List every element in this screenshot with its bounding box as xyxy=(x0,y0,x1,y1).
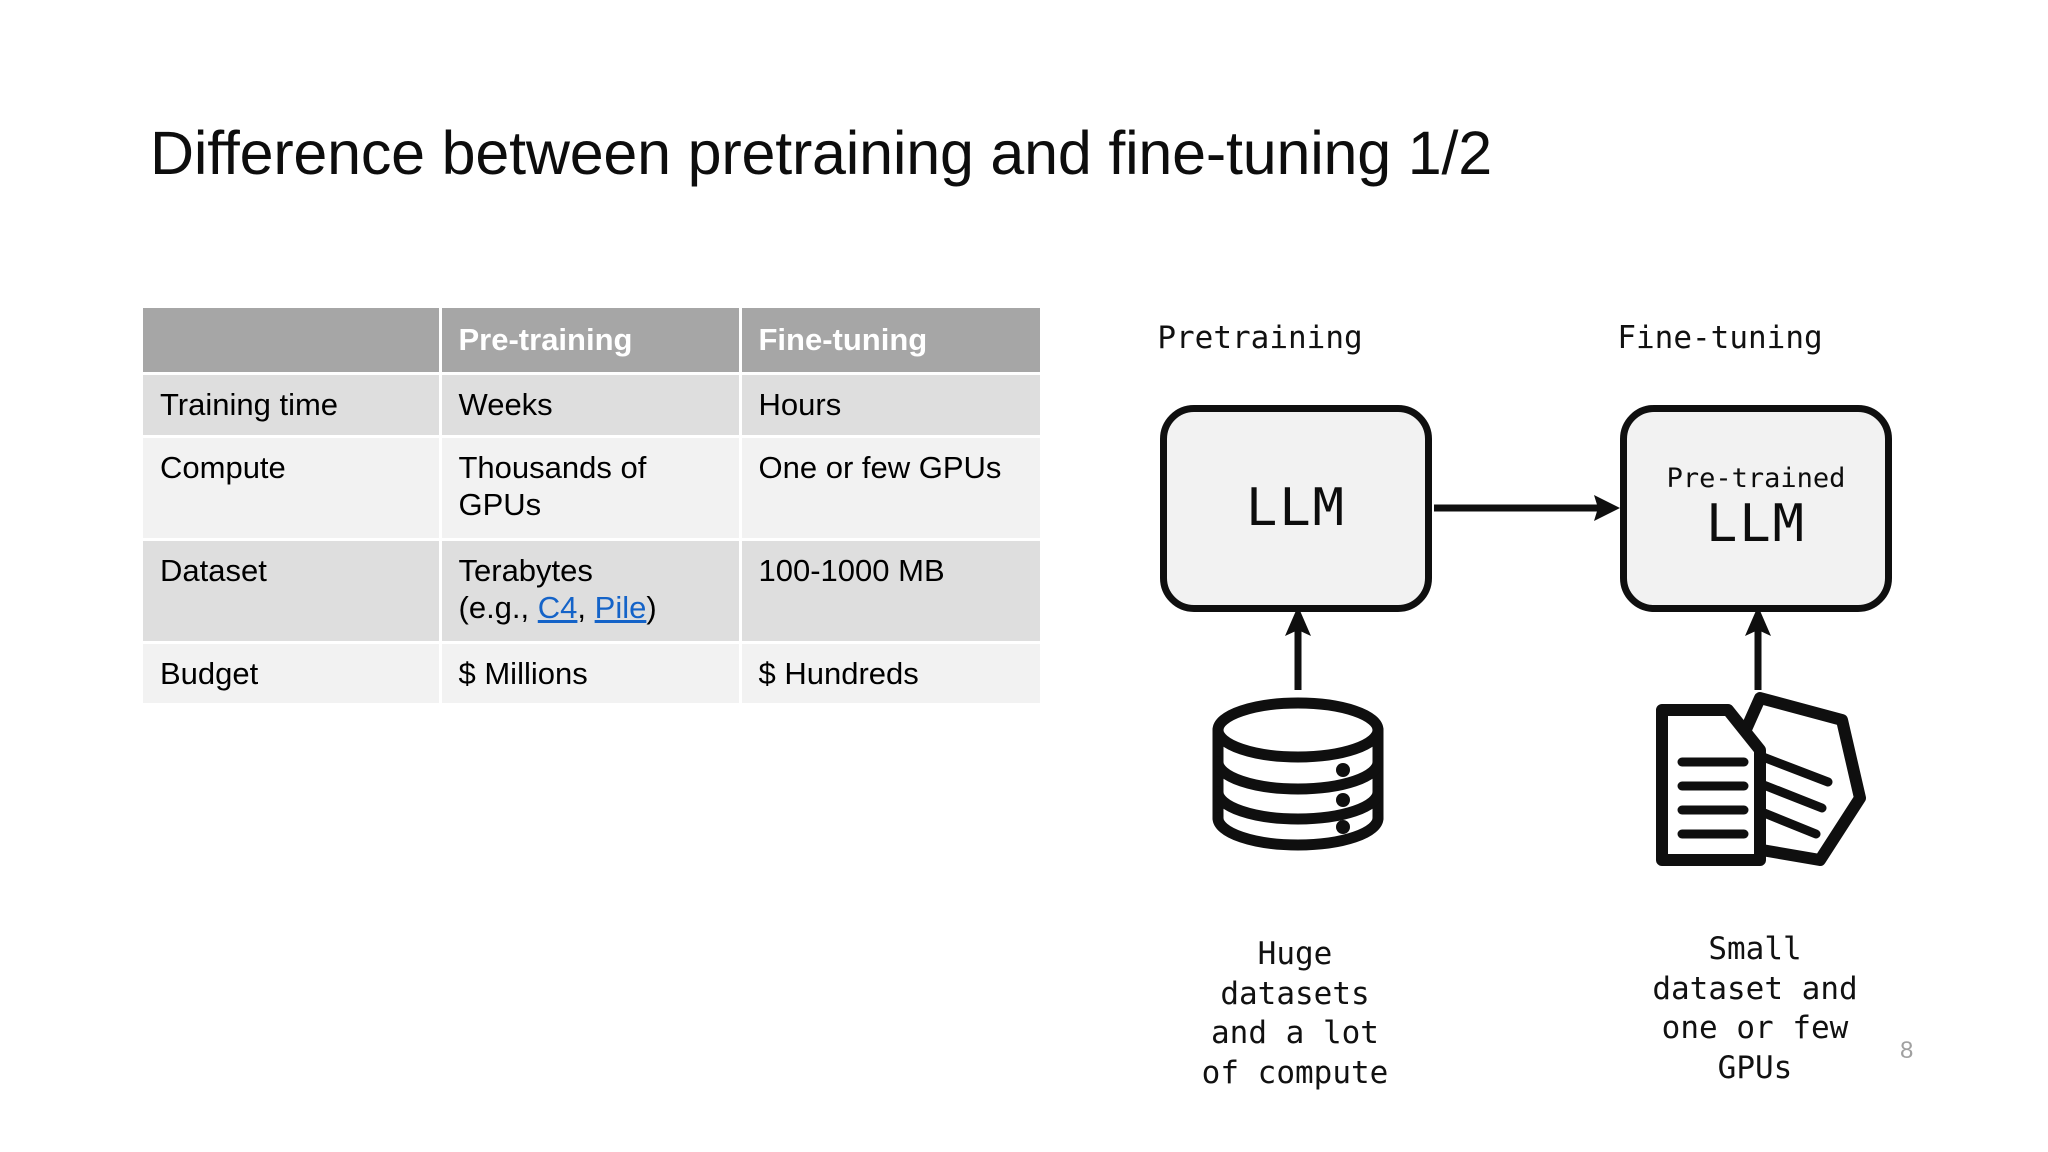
cell-dataset-finetuning: 100-1000 MB xyxy=(740,539,1040,644)
arrow-up-icon-right xyxy=(1745,606,1771,690)
cell-budget-finetuning: $ Hundreds xyxy=(740,642,1040,707)
table-row: Budget $ Millions $ Hundreds xyxy=(143,642,1040,707)
database-icon-indicators xyxy=(1336,763,1350,834)
table-header-pretraining: Pre-training xyxy=(440,308,742,375)
row-label-dataset: Dataset xyxy=(143,539,442,644)
llm-box-finetuning-label: LLM xyxy=(1706,494,1806,555)
dataset-example-separator: , xyxy=(577,590,595,626)
table-header: Pre-training Fine-tuning xyxy=(143,308,1040,375)
table-row: Compute Thousands of GPUs One or few GPU… xyxy=(143,436,1040,541)
llm-box-pretraining-label: LLM xyxy=(1246,477,1346,538)
row-label-budget: Budget xyxy=(143,642,442,707)
arrow-up-icon-left xyxy=(1285,606,1311,690)
comparison-table: Pre-training Fine-tuning Training time W… xyxy=(143,308,1040,707)
table-body: Training time Weeks Hours Compute Thousa… xyxy=(143,373,1040,707)
diagram-heading-pretraining: Pretraining xyxy=(1157,320,1363,356)
link-pile[interactable]: Pile xyxy=(594,590,647,626)
cell-training-time-pretraining: Weeks xyxy=(440,373,742,438)
llm-box-pretraining: LLM xyxy=(1160,405,1432,612)
cell-budget-pretraining: $ Millions xyxy=(440,642,742,707)
slide-number: 8 xyxy=(1900,1037,1914,1064)
dataset-example-open: (e.g., xyxy=(458,590,538,626)
diagram-graphics xyxy=(1212,495,1866,866)
table-header-corner xyxy=(143,308,442,375)
page-title: Difference between pretraining and fine-… xyxy=(150,119,1492,187)
table-row: Dataset Terabytes (e.g., C4, Pile) 100-1… xyxy=(143,539,1040,644)
link-c4[interactable]: C4 xyxy=(537,590,578,626)
table-header-row: Pre-training Fine-tuning xyxy=(143,308,1040,375)
row-label-compute: Compute xyxy=(143,436,442,541)
dataset-value-terabytes: Terabytes xyxy=(458,552,593,588)
dataset-example-close: ) xyxy=(646,590,657,626)
database-icon xyxy=(1212,697,1384,851)
table-row: Training time Weeks Hours xyxy=(143,373,1040,438)
arrow-right-icon xyxy=(1434,495,1620,521)
cell-compute-pretraining: Thousands of GPUs xyxy=(440,436,742,541)
table-header-finetuning: Fine-tuning xyxy=(740,308,1040,375)
diagram-heading-finetuning: Fine-tuning xyxy=(1617,320,1823,356)
row-label-training-time: Training time xyxy=(143,373,442,438)
cell-training-time-finetuning: Hours xyxy=(740,373,1040,438)
documents-icon xyxy=(1656,692,1866,866)
llm-box-finetuning-sublabel: Pre-trained xyxy=(1666,463,1846,495)
llm-box-finetuning: Pre-trained LLM xyxy=(1620,405,1892,612)
cell-dataset-pretraining: Terabytes (e.g., C4, Pile) xyxy=(440,539,742,644)
cell-compute-finetuning: One or few GPUs xyxy=(740,436,1040,541)
